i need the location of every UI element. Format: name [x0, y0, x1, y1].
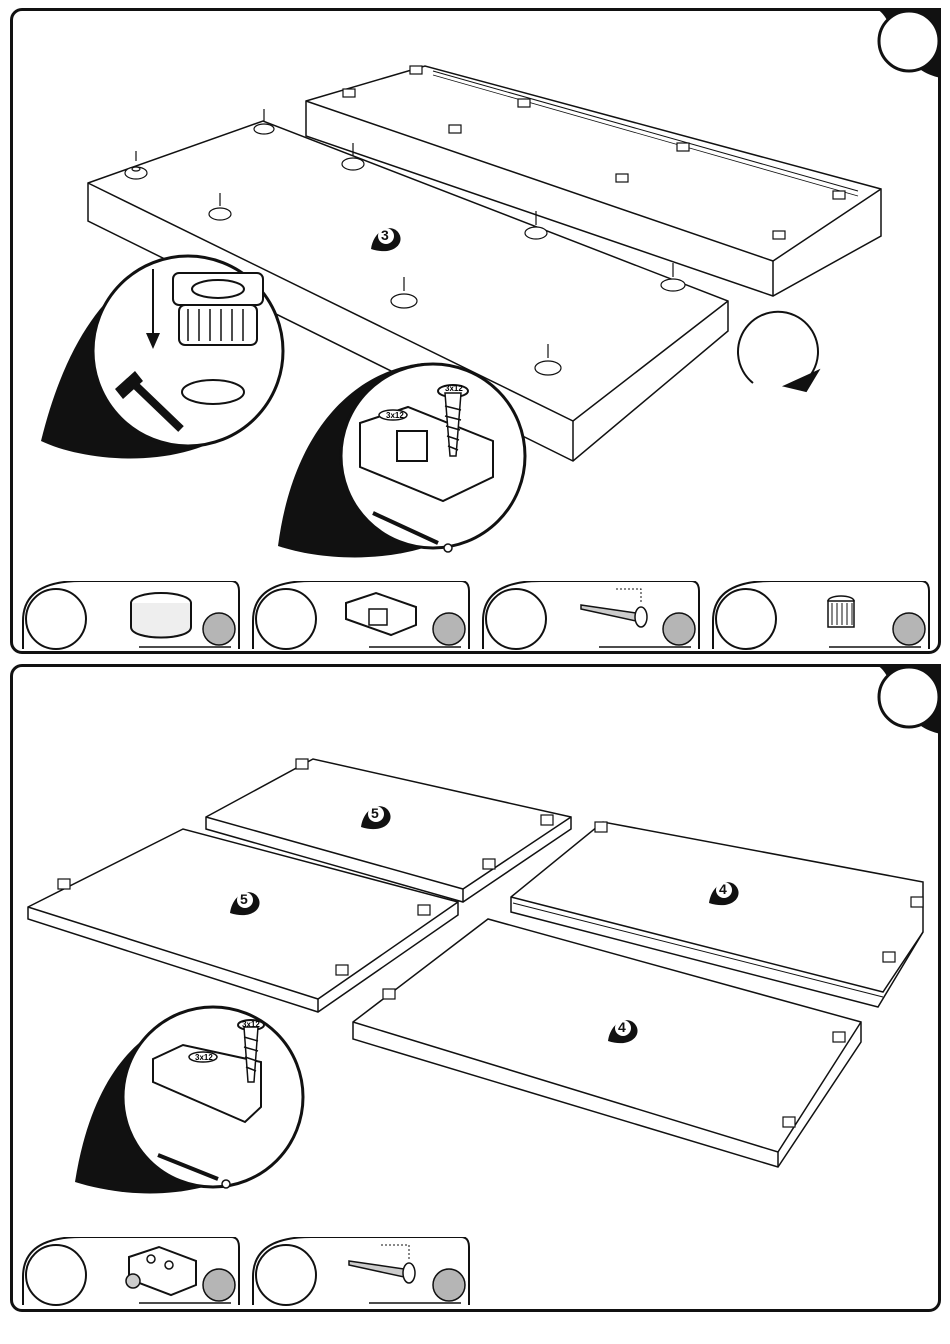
step-panel-1: 3x12 3x12 3 [10, 8, 941, 654]
part-card-1 [21, 581, 243, 651]
shelf-support-clip-icon [251, 581, 473, 651]
wood-screw-icon [251, 1237, 473, 1307]
board-marker-4b-label: 4 [618, 1019, 626, 1035]
screw-head-label-2b: 3x12 [195, 1053, 213, 1062]
assembly-illustration-2 [13, 667, 938, 1312]
assembly-illustration-1 [13, 11, 938, 651]
screw-head-label-1b: 3x12 [445, 384, 463, 393]
detail-glide-hammer [41, 256, 283, 459]
detail-bracket-screw [75, 1007, 303, 1193]
board-marker-3-label: 3 [381, 227, 389, 243]
wood-screw-icon [481, 581, 703, 651]
part-card-6 [251, 1237, 473, 1307]
part-card-5 [21, 1237, 243, 1307]
board-marker-5b-label: 5 [240, 891, 248, 907]
plastic-dowel-insert-icon [711, 581, 933, 651]
furniture-glide-icon [21, 581, 243, 651]
screw-head-label-1a: 3x12 [386, 411, 404, 420]
board-marker-5a-label: 5 [371, 805, 379, 821]
detail-clip-screw [278, 363, 525, 557]
board-marker-4a-label: 4 [719, 881, 727, 897]
step-panel-2: 3x12 3x12 5 5 4 4 [10, 664, 941, 1312]
part-card-2 [251, 581, 473, 651]
screw-head-label-2a: 3x12 [242, 1020, 260, 1029]
part-card-3 [481, 581, 703, 651]
part-card-4 [711, 581, 933, 651]
rotate-arrow [738, 312, 818, 391]
corner-bracket-icon [21, 1237, 243, 1307]
